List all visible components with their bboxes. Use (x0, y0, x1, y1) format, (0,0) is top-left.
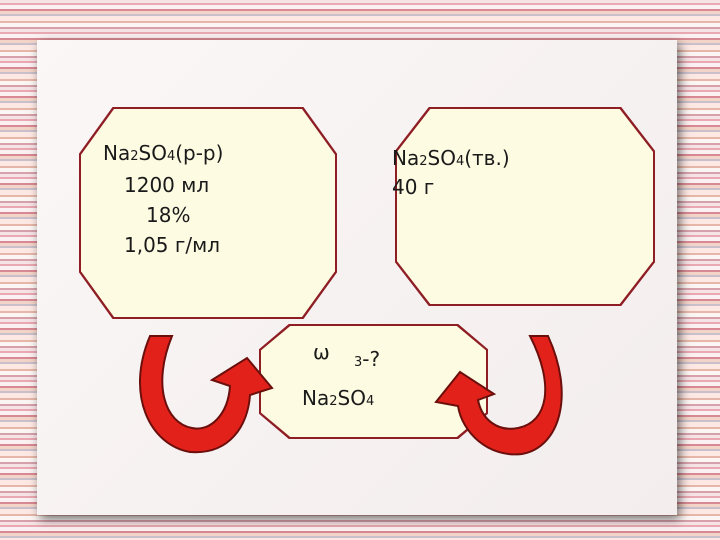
right-box-formula: Na2SO4(тв.) (392, 146, 510, 170)
left-box-percent: 18% (146, 203, 191, 227)
left-box-formula: Na2SO4(р-р) (103, 141, 224, 165)
right-box (397, 109, 653, 304)
left-box-volume: 1200 мл (124, 173, 210, 197)
right-box-mass: 40 г (392, 175, 435, 199)
left-box-density: 1,05 г/мл (124, 233, 221, 257)
bottom-box (261, 326, 486, 437)
left-box (81, 109, 335, 317)
bottom-box-formula: Na2SO4 (302, 386, 375, 410)
bottom-box-question: 3-? (354, 347, 381, 371)
bottom-box-omega: ω (313, 340, 330, 364)
